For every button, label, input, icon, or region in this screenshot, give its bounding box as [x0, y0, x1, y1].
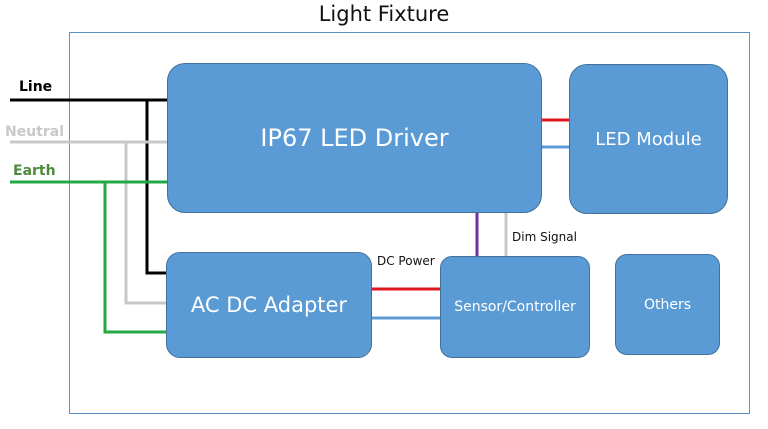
- earth-wire: [10, 180, 168, 334]
- dc-power-label: DC Power: [377, 254, 435, 268]
- ac-dc-adapter-block: AC DC Adapter: [166, 252, 372, 358]
- line-label: Line: [19, 79, 53, 95]
- others-label: Others: [643, 296, 692, 313]
- led-module-label: LED Module: [595, 128, 702, 150]
- light-fixture-frame: [69, 32, 750, 414]
- led-driver-block: IP67 LED Driver: [167, 63, 542, 213]
- led-module-block: LED Module: [569, 64, 728, 214]
- line-wire: [10, 98, 168, 275]
- dim-signal-label: Dim Signal: [512, 230, 577, 244]
- led-driver-label: IP67 LED Driver: [260, 124, 449, 152]
- sensor-controller-label: Sensor/Controller: [454, 299, 576, 315]
- earth-label: Earth: [13, 163, 56, 179]
- others-block: Others: [615, 254, 720, 355]
- sensor-controller-block: Sensor/Controller: [440, 256, 590, 358]
- neutral-label: Neutral: [5, 124, 65, 140]
- diagram-title: Light Fixture: [318, 2, 450, 26]
- ac-dc-adapter-label: AC DC Adapter: [190, 293, 348, 317]
- neutral-wire: [10, 140, 168, 305]
